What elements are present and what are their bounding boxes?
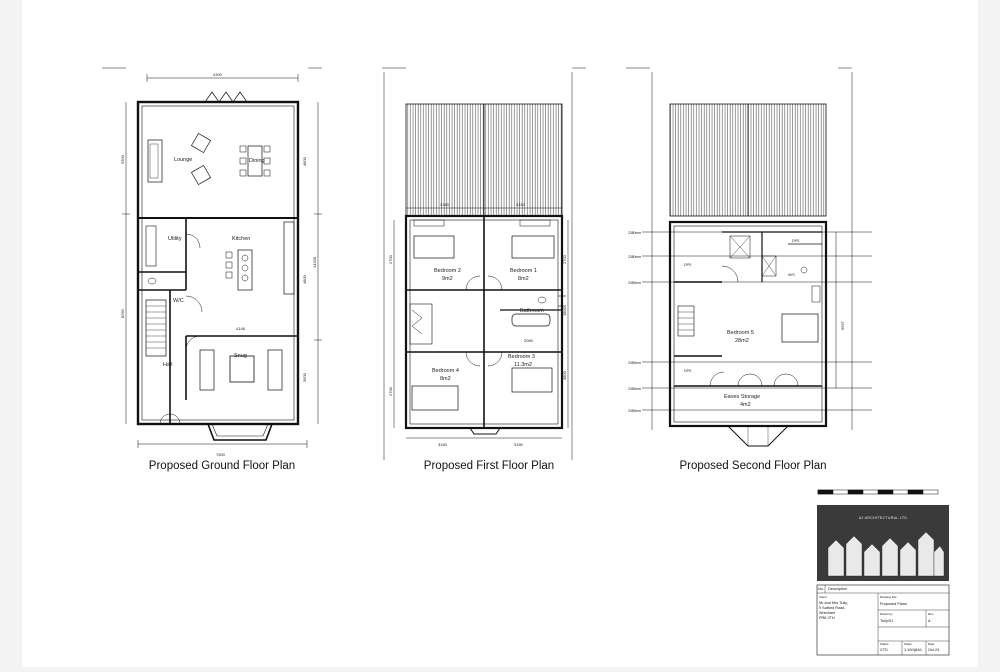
drawn-by-label: Drawn by	[880, 612, 893, 616]
room-label-wc: W/C	[173, 298, 184, 304]
room-label-hall: Hall	[163, 362, 172, 368]
drawing-title-label: Drawing title	[880, 595, 897, 599]
no-label: No.	[818, 587, 824, 591]
room-label-snug: Snug	[234, 353, 247, 359]
second-floor-labels: Bedroom 5 28m2 Eaves Storage 4m2 DPS DPS…	[628, 231, 845, 472]
scale-value: 1:100@A1	[904, 648, 922, 652]
room-label-dining: Dining	[249, 158, 265, 164]
client-line-3: Wrexham	[819, 611, 835, 615]
dim-first-bottom-left: 3180	[438, 442, 448, 447]
dim-first-top-left: 3180	[440, 202, 450, 207]
dim-first-left-lower: 2700	[388, 386, 393, 396]
status-value: CTD	[880, 648, 888, 652]
description-label: Description	[828, 587, 847, 591]
room-area-bedroom-5: 28m2	[735, 338, 749, 344]
dim-right-c: 4800	[302, 274, 307, 284]
dim-kitchen-width: 4148	[236, 326, 246, 331]
room-area-bedroom-1: 8m2	[518, 276, 529, 282]
label-ws: W/S	[788, 273, 795, 277]
dim-first-right-upper: 2700	[562, 254, 567, 264]
room-area-bedroom-2: 9m2	[442, 276, 453, 282]
drawn-by: Tully/01	[880, 619, 893, 623]
room-label-bathroom: Bathroom	[520, 308, 544, 314]
scale-label: Scale	[904, 642, 912, 646]
company-name: AJ ARCHITECTURAL LTD	[859, 516, 908, 520]
house-skyline-logo	[827, 531, 945, 577]
room-label-lounge: Lounge	[174, 157, 192, 163]
drawing-sheet: Lounge Dining Utility Kitchen W/C Hall S…	[22, 0, 978, 667]
dim-right-d: 3500	[302, 372, 307, 382]
level-marker-6: 2380mm	[628, 409, 641, 413]
room-label-bedroom-5: Bedroom 5	[727, 330, 754, 336]
level-marker-4: 2380mm	[628, 361, 641, 365]
scale-bar	[817, 489, 939, 495]
dim-bottom-width: 7500	[216, 452, 226, 457]
dim-first-top-right: 3180	[516, 202, 526, 207]
dim-right-a: 4800	[302, 156, 307, 166]
first-floor-plan	[382, 67, 586, 460]
second-floor-title: Proposed Second Floor Plan	[679, 460, 826, 472]
room-area-bedroom-4: 8m2	[440, 376, 451, 382]
level-marker-5: 2380mm	[628, 387, 641, 391]
client-line-4: PR8 2TN	[819, 616, 835, 620]
dim-first-bottom-right: 3180	[514, 442, 524, 447]
dim-first-bath: 1800	[562, 306, 567, 316]
label-dps-lower: DPS	[684, 369, 692, 373]
room-label-bedroom-4: Bedroom 4	[432, 368, 459, 374]
dim-left-lower: 8260	[120, 308, 125, 318]
dim-first-left-upper: 2700	[388, 254, 393, 264]
client-label: Client	[819, 595, 827, 599]
dim-top-width: 4300	[213, 72, 223, 77]
drawing-title: Proposed Plans	[880, 602, 907, 606]
ground-floor-plan	[102, 67, 322, 448]
ground-floor-title: Proposed Ground Floor Plan	[149, 460, 295, 472]
status-label: Status	[880, 642, 889, 646]
room-label-kitchen: Kitchen	[232, 236, 250, 242]
client-line-1: Mr and Mrs Tully,	[819, 601, 848, 605]
client-line-2: 9 Salford Road,	[819, 606, 845, 610]
ground-floor-labels: Lounge Dining Utility Kitchen W/C Hall S…	[120, 72, 317, 472]
ground-dimension-lines	[102, 67, 322, 448]
room-area-eaves-storage: 4m2	[740, 402, 751, 408]
date-label: Date	[928, 642, 935, 646]
room-label-eaves-storage: Eaves Storage	[724, 394, 760, 400]
dim-left-upper: 5300	[120, 154, 125, 164]
dim-second-right: 5557	[840, 320, 845, 330]
room-area-bedroom-3: 11.3m2	[514, 362, 532, 368]
floor-plans-drawing: Lounge Dining Utility Kitchen W/C Hall S…	[102, 67, 950, 656]
rev-value: A	[928, 619, 931, 623]
room-label-bedroom-1: Bedroom 1	[510, 268, 537, 274]
dim-first-right-lower: 3800	[562, 370, 567, 380]
label-dps-upper: DPS	[684, 263, 692, 267]
label-dps-top: DPS	[792, 239, 800, 243]
level-marker-1: 2380mm	[628, 231, 641, 235]
room-label-bedroom-3: Bedroom 3	[508, 354, 535, 360]
room-label-utility: Utility	[168, 236, 182, 242]
level-marker-3: 2380mm	[628, 281, 641, 285]
level-marker-2: 2380mm	[628, 255, 641, 259]
first-floor-labels: Bedroom 2 9m2 Bedroom 1 8m2 Bathroom Bed…	[388, 202, 567, 472]
first-floor-title: Proposed First Floor Plan	[424, 460, 554, 472]
rev-label: Rev	[928, 612, 934, 616]
dim-first-bath-width: 2060	[524, 338, 534, 343]
title-block: AJ ARCHITECTURAL LTD No. Description	[816, 489, 950, 656]
second-floor-plan	[626, 67, 872, 447]
dim-right-b: 14330	[312, 256, 317, 268]
date-value: Oct 24	[928, 648, 939, 652]
room-label-bedroom-2: Bedroom 2	[434, 268, 461, 274]
